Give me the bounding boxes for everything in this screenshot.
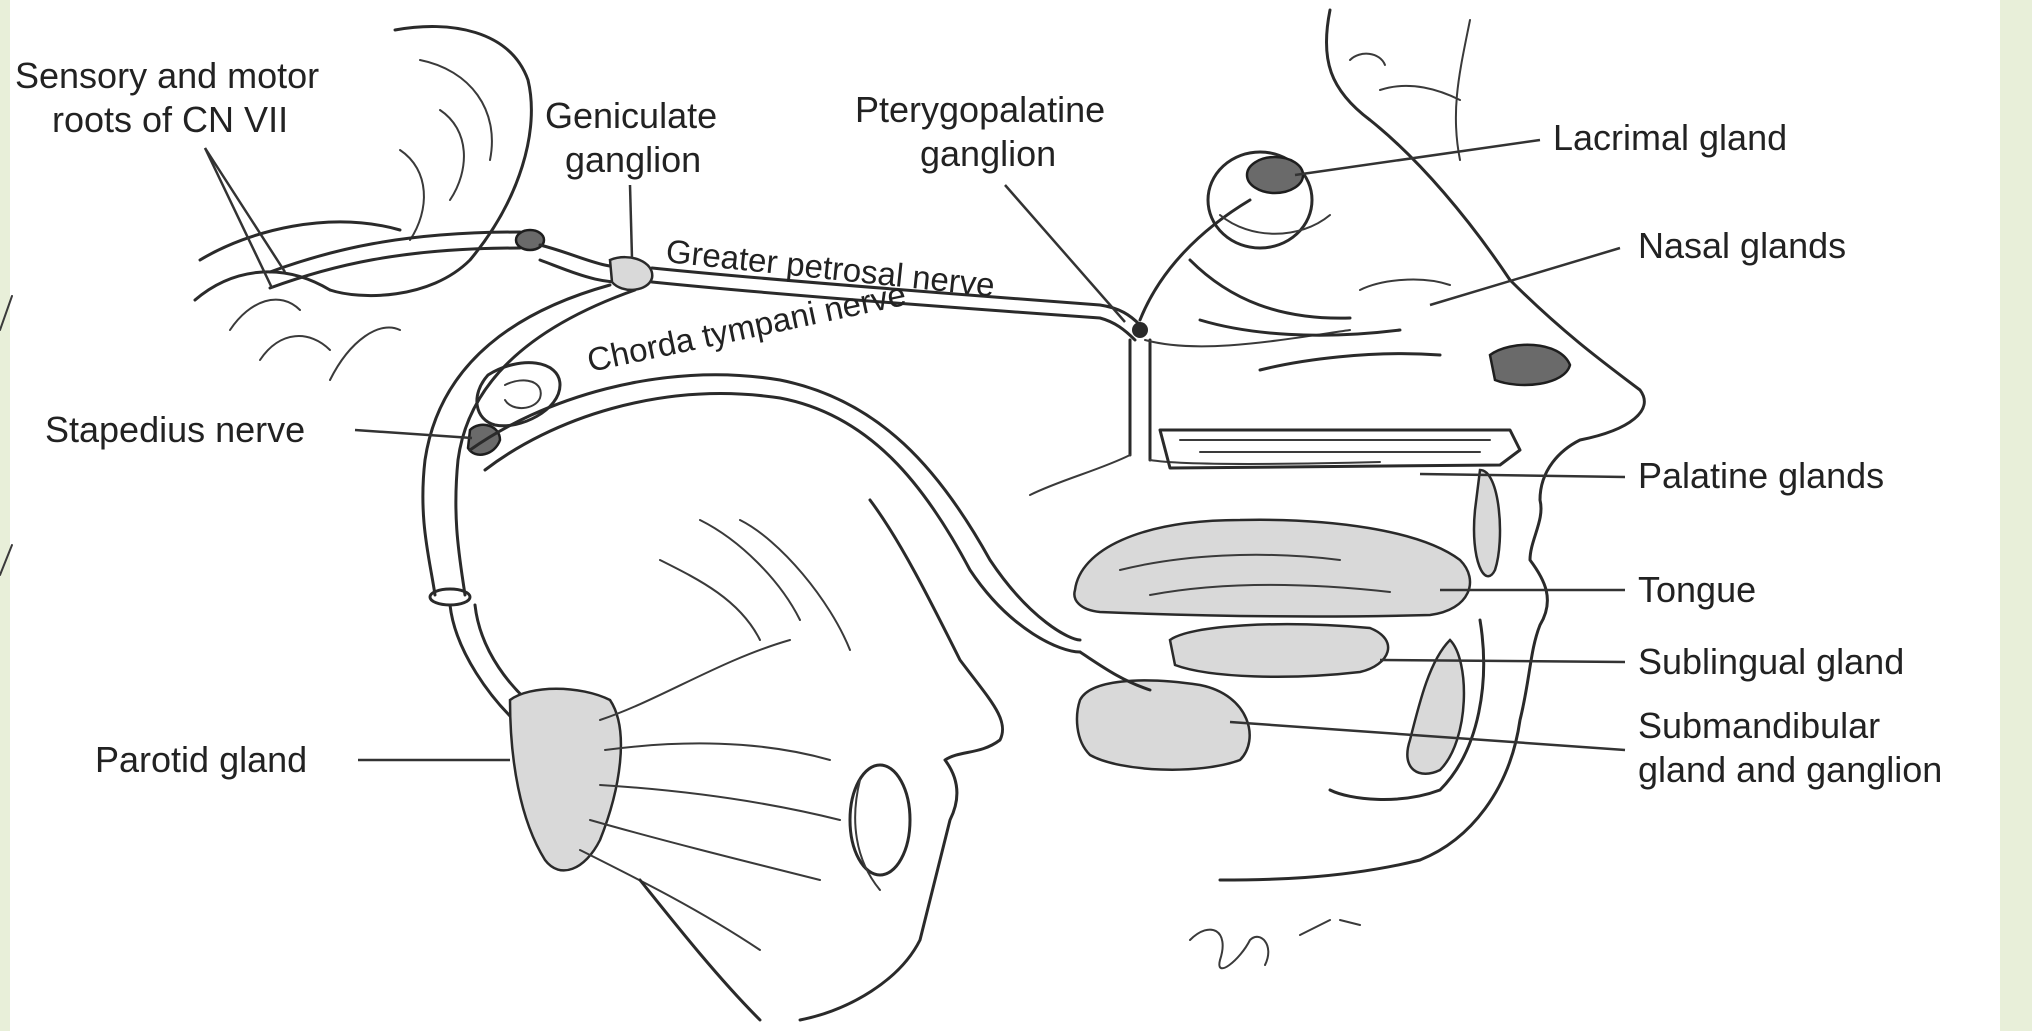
roots-stump [516, 230, 544, 250]
nerve-cut-end [430, 589, 470, 605]
label-sensory-motor-line1: Sensory and motor [15, 55, 319, 96]
uvula [1474, 470, 1500, 576]
label-palatine-glands: Palatine glands [1638, 455, 1884, 496]
label-lacrimal-gland: Lacrimal gland [1553, 117, 1787, 158]
nostril [1490, 345, 1570, 385]
label-pterygopalatine-line2: ganglion [920, 133, 1056, 174]
label-parotid-gland: Parotid gland [95, 739, 307, 780]
label-submandibular-line2: gland and ganglion [1638, 749, 1942, 790]
label-submandibular-line1: Submandibular [1638, 705, 1880, 746]
label-geniculate-line2: ganglion [565, 139, 701, 180]
artist-signature [1190, 920, 1360, 968]
parotid-gland-shape [510, 689, 621, 871]
sublingual-gland-illustration [1170, 624, 1388, 677]
label-sublingual-gland: Sublingual gland [1638, 641, 1904, 682]
label-tongue: Tongue [1638, 569, 1756, 610]
leader-lines [205, 140, 1625, 760]
label-nasal-glands: Nasal glands [1638, 225, 1846, 266]
pterygopalatine-ganglion-dot [1132, 322, 1148, 338]
tongue-illustration [1074, 520, 1470, 617]
facial-nerve-trunk [270, 230, 652, 730]
slide-accent-lines [0, 296, 12, 575]
label-geniculate-line1: Geniculate [545, 95, 717, 136]
geniculate-ganglion-shape [610, 257, 652, 290]
label-sensory-motor-line2: roots of CN VII [52, 99, 288, 140]
nasal-cavity-illustration [1190, 260, 1450, 370]
left-face-illustration [510, 500, 1003, 1020]
lacrimal-eye-illustration [1208, 152, 1330, 248]
pterygopalatine-branches [1030, 200, 1380, 495]
chorda-tympani-nerve-path [470, 375, 1080, 652]
label-stapedius-nerve: Stapedius nerve [45, 409, 305, 450]
diagram-labels: Sensory and motor roots of CN VII Genicu… [15, 55, 1942, 790]
label-pterygopalatine-line1: Pterygopalatine [855, 89, 1105, 130]
